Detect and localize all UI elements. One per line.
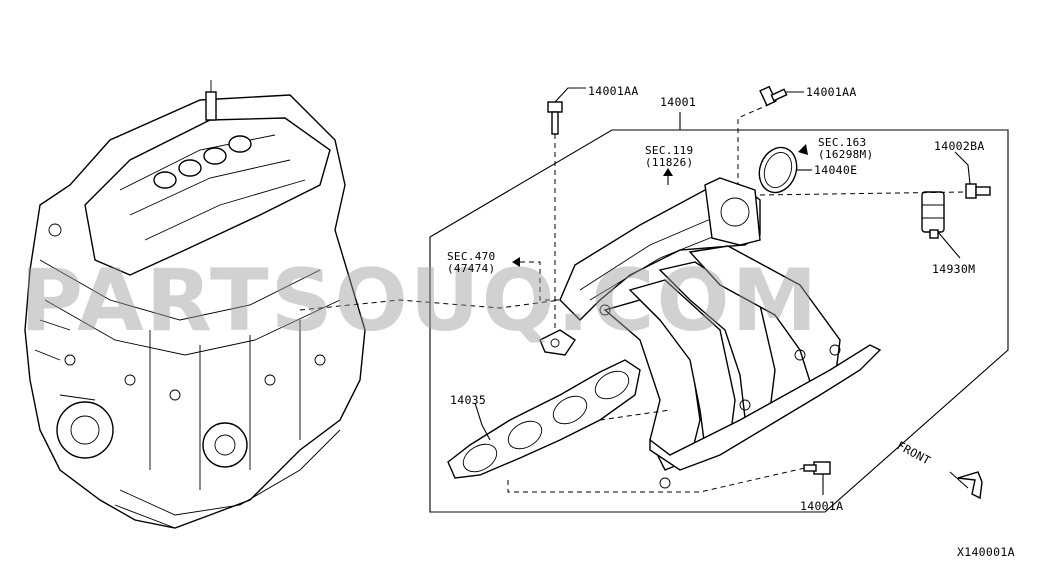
intake-manifold-illustration <box>539 177 882 489</box>
callout-14001aa-right: 14001AA <box>806 85 857 99</box>
callout-sec470-ref: SEC.470 <box>447 250 495 263</box>
manifold-gasket <box>447 359 641 479</box>
callout-14002ba: 14002BA <box>934 139 985 153</box>
callout-14930m: 14930M <box>932 262 975 276</box>
callout-14040e: 14040E <box>814 163 857 177</box>
callout-14001aa-left: 14001AA <box>588 84 639 98</box>
bolt-14001aa-left-part <box>547 101 563 135</box>
leader-lines <box>474 87 983 500</box>
callout-sec163-code: (16298M) <box>818 148 873 161</box>
callout-14001a: 14001A <box>800 499 843 513</box>
bolt-14001aa-right-part <box>759 85 788 107</box>
assembly-frame <box>429 129 1009 513</box>
engine-assembly-illustration <box>24 80 366 529</box>
callout-14001: 14001 <box>660 95 696 109</box>
callout-sec163-ref: SEC.163 <box>818 136 866 149</box>
bolt-14002ba-part <box>965 183 991 199</box>
throttle-o-ring <box>758 146 798 194</box>
callout-sec119-ref: SEC.119 <box>645 144 693 157</box>
bolt-14001a-part <box>803 461 831 475</box>
callout-14035: 14035 <box>450 393 486 407</box>
diagram-id: X140001A <box>957 545 1015 559</box>
callout-sec470-code: (47474) <box>447 262 495 275</box>
sensor-part <box>921 191 945 239</box>
callout-sec119-code: (11826) <box>645 156 693 169</box>
watermark: PARTSOUQ.COM <box>20 251 819 351</box>
front-direction-label: FRONT <box>895 438 933 467</box>
